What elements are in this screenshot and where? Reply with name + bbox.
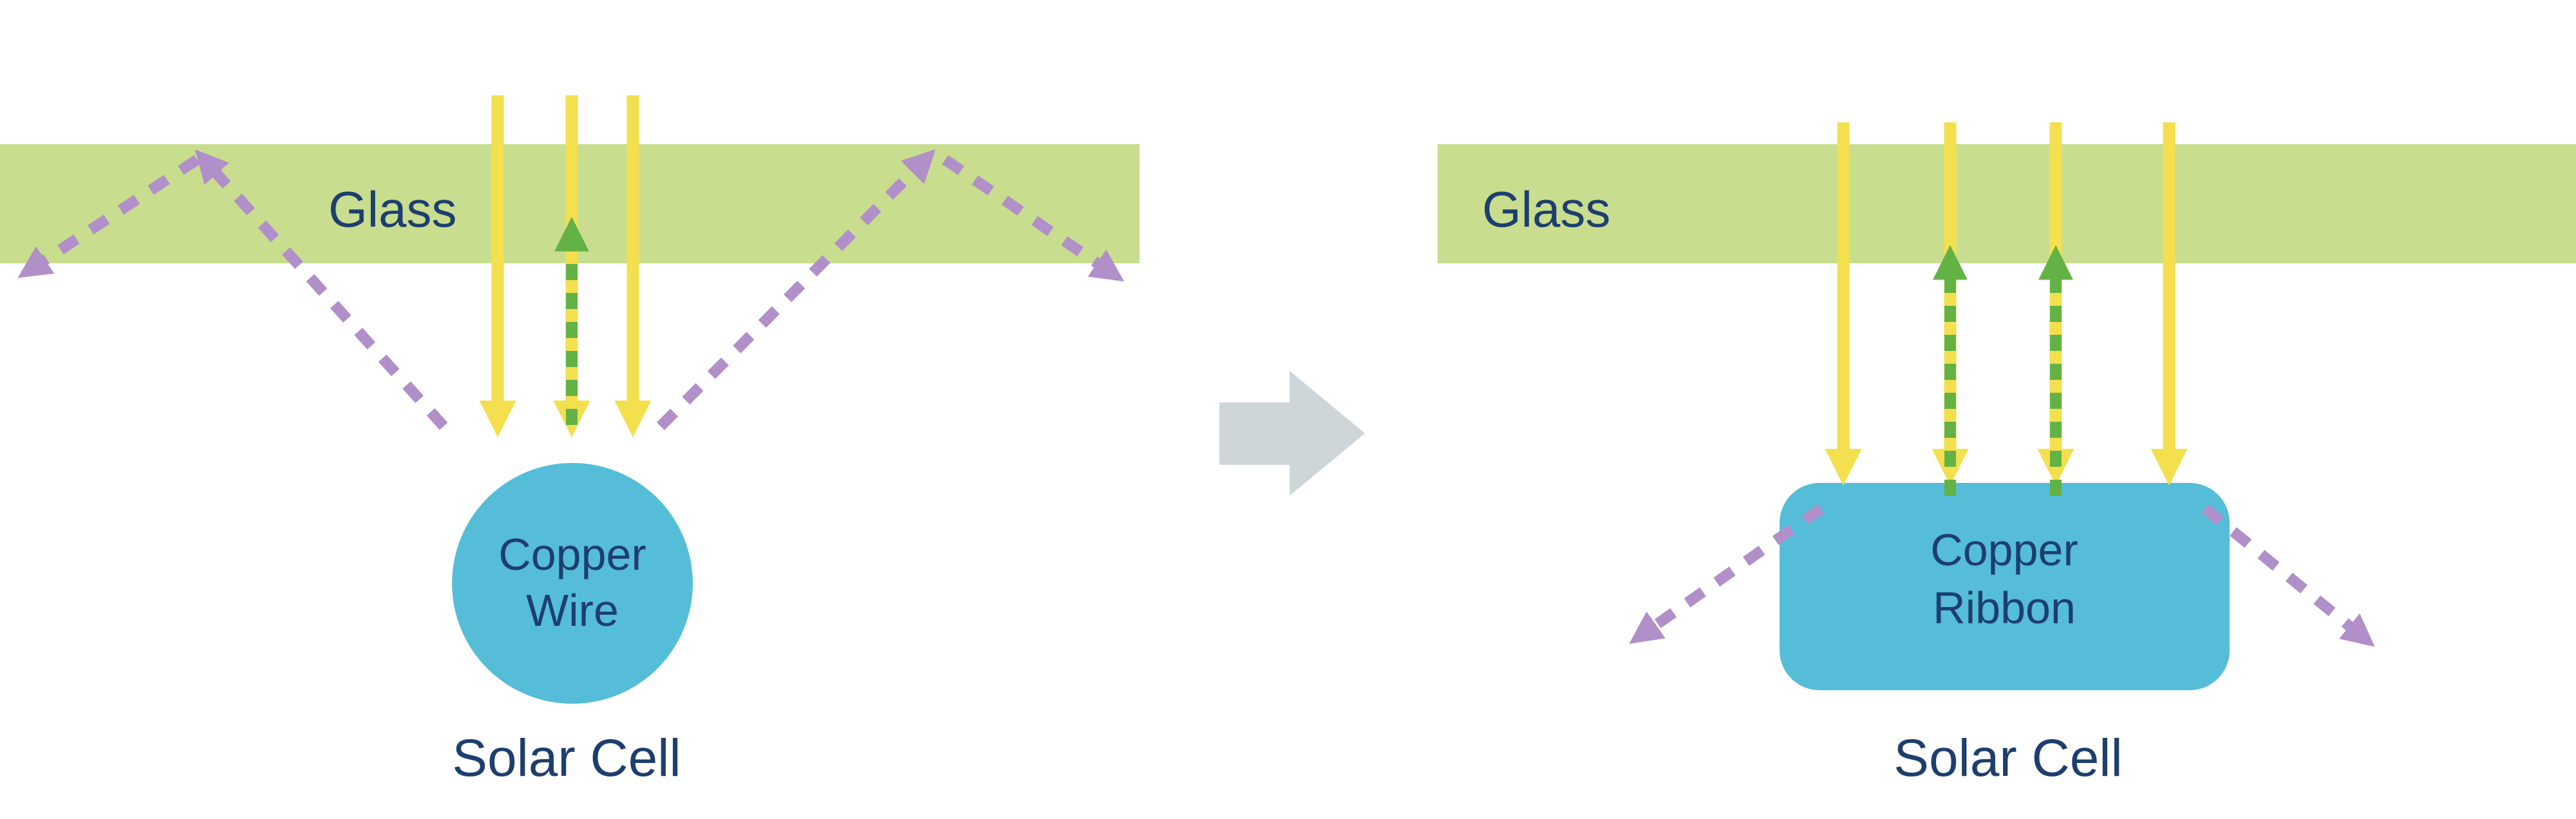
reflected-light-arrow: [2201, 504, 2375, 647]
glass-layer: [1438, 144, 2576, 263]
reflected-light-arrow: [17, 155, 200, 278]
left-panel: Glass Copper Wire Solar Cell: [0, 95, 1140, 787]
solar-cell-label: Solar Cell: [452, 729, 681, 787]
copper-wire-label-line1: Copper: [498, 529, 646, 579]
transform-arrow-icon: [1219, 371, 1365, 496]
copper-ribbon-label-line2: Ribbon: [1933, 583, 2076, 633]
glass-label: Glass: [328, 181, 456, 238]
reflected-light-arrow: [942, 155, 1125, 282]
solar-cell-label: Solar Cell: [1894, 729, 2122, 787]
copper-ribbon-shape: [1780, 483, 2230, 690]
right-panel: Glass Copper Ribbon Solar Cell: [1438, 122, 2576, 787]
reflected-light-arrow: [656, 149, 936, 430]
copper-wire-label-line2: Wire: [526, 585, 619, 635]
glass-label: Glass: [1482, 181, 1610, 238]
copper-ribbon-label-line1: Copper: [1930, 525, 2078, 575]
copper-wire-shape: [452, 463, 693, 704]
